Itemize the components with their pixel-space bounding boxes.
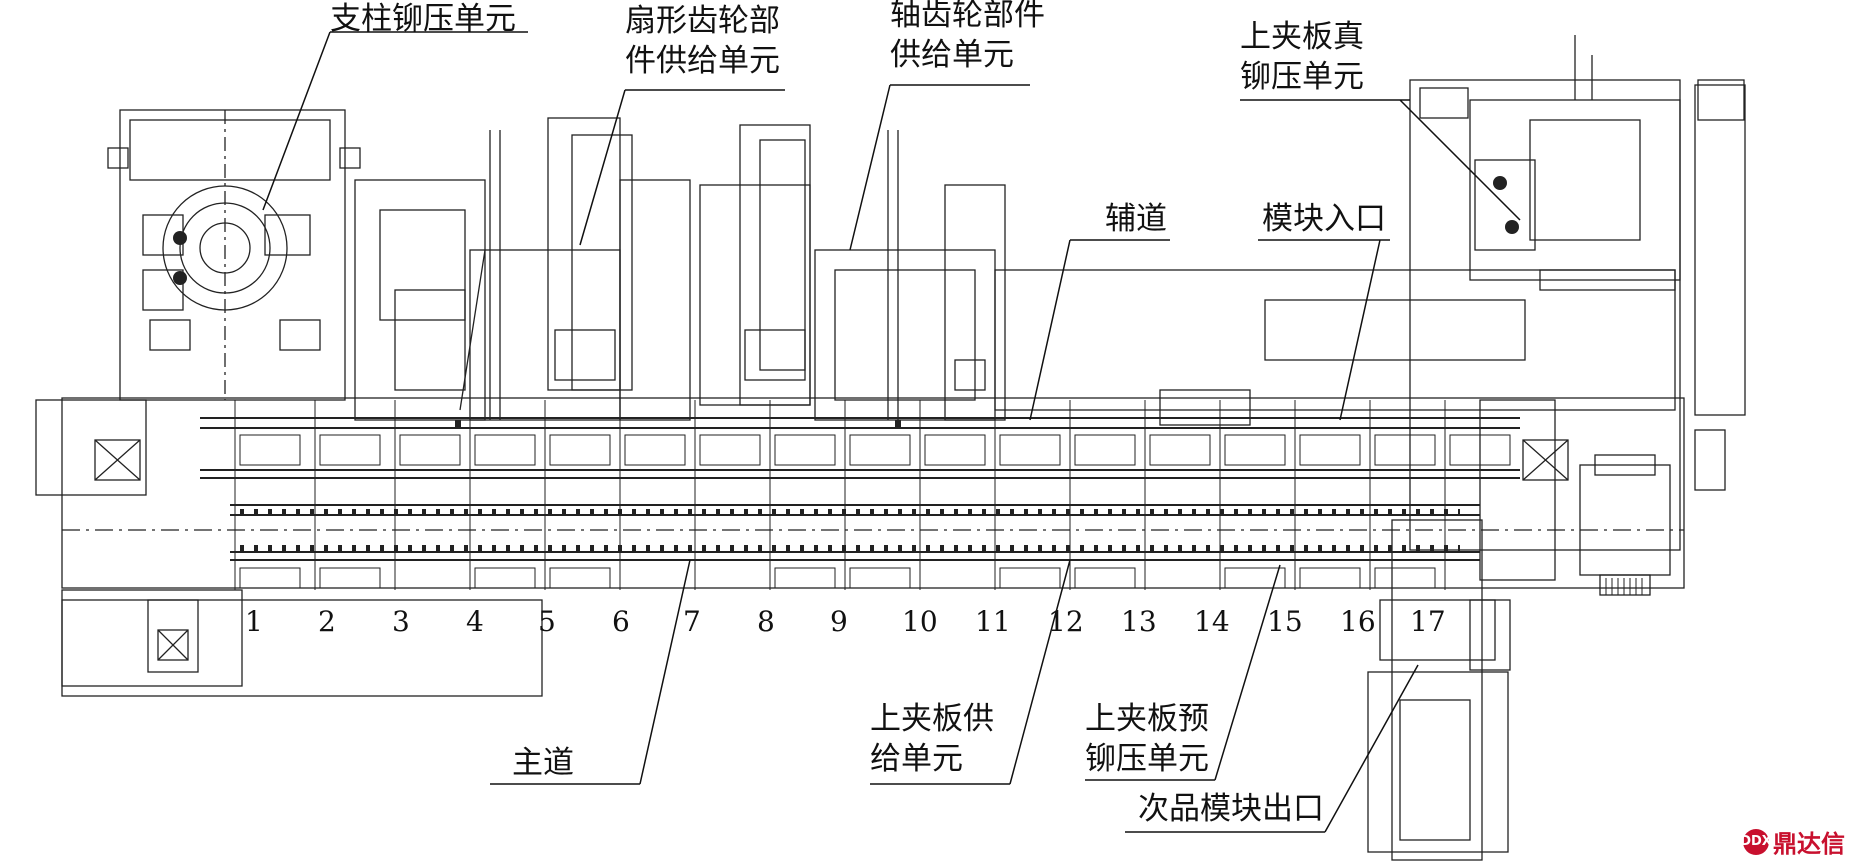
- station-number: 13: [1121, 605, 1157, 638]
- station-number: 4: [466, 605, 484, 638]
- logo-mark-icon: DDX: [1740, 828, 1772, 855]
- label-shaft-gear-2: 供给单元: [890, 37, 1014, 73]
- station-number: 6: [612, 605, 630, 638]
- station-number: 11: [975, 605, 1011, 638]
- logo-text: 鼎达信: [1773, 830, 1845, 858]
- label-upper-plate-true-2: 铆压单元: [1240, 59, 1364, 95]
- label-aux-track: 辅道: [1105, 201, 1167, 237]
- station-number: 2: [318, 605, 336, 638]
- station-number: 5: [538, 605, 556, 638]
- label-sector-gear-1: 扇形齿轮部: [625, 3, 780, 39]
- station-number: 14: [1194, 605, 1230, 638]
- station-number: 3: [392, 605, 410, 638]
- label-module-entry: 模块入口: [1262, 201, 1386, 237]
- station-number: 17: [1410, 605, 1446, 638]
- station-number: 16: [1340, 605, 1376, 638]
- station-number: 9: [830, 605, 848, 638]
- label-pillar-riveting: 支柱铆压单元: [330, 1, 516, 37]
- station-number: 15: [1267, 605, 1303, 638]
- station-number: 10: [902, 605, 938, 638]
- label-upper-plate-pre-2: 铆压单元: [1085, 741, 1209, 777]
- label-upper-plate-true-1: 上夹板真: [1240, 19, 1364, 55]
- label-upper-plate-supply-1: 上夹板供: [870, 701, 994, 737]
- station-number: 1: [245, 605, 263, 638]
- label-defect-exit: 次品模块出口: [1138, 791, 1324, 827]
- label-shaft-gear-1: 轴齿轮部件: [890, 0, 1045, 33]
- station-number: 7: [683, 605, 701, 638]
- label-main-track: 主道: [512, 745, 574, 781]
- label-sector-gear-2: 件供给单元: [625, 43, 780, 79]
- station-number: 12: [1048, 605, 1084, 638]
- watermark-logo: DDX 鼎达信: [1740, 824, 1845, 859]
- station-number: 8: [757, 605, 775, 638]
- label-upper-plate-supply-2: 给单元: [870, 741, 963, 777]
- label-upper-plate-pre-1: 上夹板预: [1085, 701, 1209, 737]
